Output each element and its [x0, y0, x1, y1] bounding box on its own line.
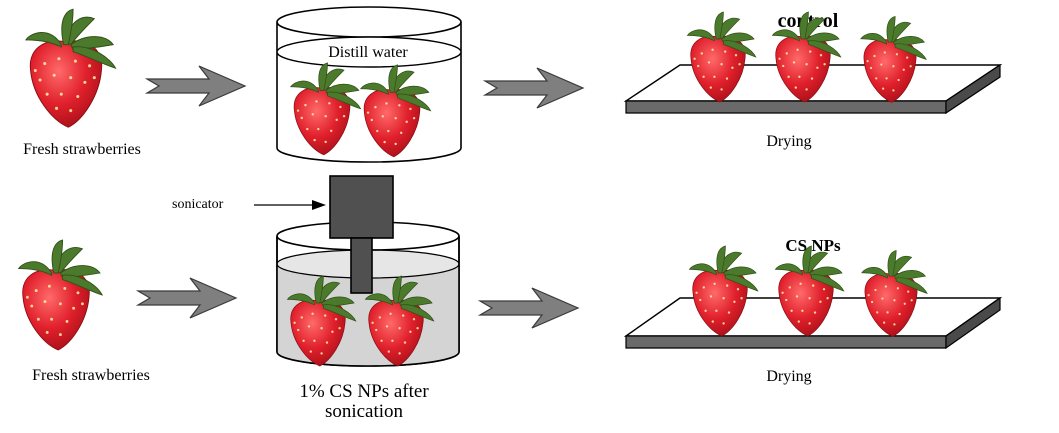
- cs-nps-title: CS NPs: [785, 236, 841, 255]
- row1-fresh-strawberries-label: Fresh strawberries: [23, 141, 141, 158]
- sonicator-probe: [329, 175, 394, 294]
- cs-nps-drying-tray: [623, 245, 1003, 350]
- control-title: control: [778, 10, 839, 32]
- row2-arrow-1: [137, 277, 237, 319]
- sonicator-pointer-arrow: [254, 200, 326, 210]
- row2-fresh-strawberries-label: Fresh strawberries: [32, 367, 150, 384]
- control-drying-tray: [623, 11, 1003, 115]
- row2-fresh-strawberry-image: [18, 239, 103, 351]
- cs-nps-beaker: [276, 221, 460, 367]
- distill-water-label: Distill water: [328, 44, 408, 61]
- row1-arrow-2: [484, 67, 584, 109]
- row1-arrow-1: [146, 65, 246, 107]
- sonicator-label: sonicator: [172, 197, 224, 212]
- row1-fresh-strawberry-image: [25, 8, 117, 128]
- row2-arrow-2: [479, 287, 579, 329]
- cs-nps-caption-line1: 1% CS NPs after: [299, 381, 429, 402]
- cs-nps-caption-line2: sonication: [325, 401, 404, 422]
- distilled-water-beaker: [276, 6, 462, 163]
- cs-nps-drying-label: Drying: [766, 368, 811, 385]
- control-drying-label: Drying: [766, 133, 811, 150]
